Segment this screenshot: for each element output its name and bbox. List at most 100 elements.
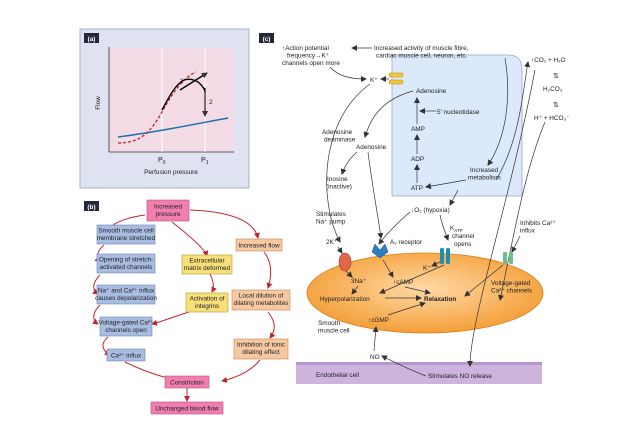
loop-arrow-right-1 — [189, 209, 260, 239]
opening-channels-line2: activated channels — [100, 264, 153, 271]
smooth-muscle-cell-line1: Smooth — [318, 320, 340, 327]
smooth-muscle-line1: Smooth muscle cell — [98, 228, 153, 235]
inhibits-ca-line1: Inhibits Ca²⁺ — [520, 220, 556, 227]
atp-label: ATP — [411, 185, 423, 192]
panel-c-label-box — [259, 33, 274, 43]
activation-line1: Activation of — [190, 296, 225, 303]
co2-line2: H₂CO₃ — [543, 86, 563, 93]
katp-sub: ATP — [454, 228, 462, 233]
voltage-gated-line2: channels open — [105, 327, 147, 334]
constriction-text: Constriction — [170, 380, 204, 387]
adenosine-top: Adenosine — [416, 88, 447, 95]
metabolism-to-atp-arrow — [425, 179, 467, 190]
stimulates-na-line1: Stimulates — [316, 211, 346, 218]
arrow-1-line — [179, 72, 208, 91]
deaminase-line2: deaminase — [324, 137, 356, 144]
opening-channels-line1: Opening of stretch- — [99, 257, 153, 264]
inhibition-line1: Inhibition of tonic — [237, 342, 286, 349]
hypoxia-to-na-pump-arrow — [378, 211, 411, 245]
no-to-cgmp-arrow — [372, 326, 379, 352]
cgmp-to-relaxation-arrow — [387, 301, 426, 316]
unchanged-flow-box: Unchanged blood flow — [150, 401, 224, 415]
inosine-line2: (inactive) — [326, 184, 352, 191]
voltage-gated-line1: Voltage-gated Ca²⁺ — [99, 320, 154, 327]
eq-arrows-1: ⇅ — [553, 71, 559, 80]
receptor-to-camp-arrow — [382, 259, 394, 278]
deaminase-line1: Adenosine — [322, 129, 353, 136]
opening-channels-box: Opening of stretch-activated channels — [96, 253, 156, 274]
svg-text:Opening of stretch-activated c: Opening of stretch-activated channels — [99, 257, 153, 272]
loop-arrow-right-2 — [263, 251, 273, 289]
y-axis-label: Flow — [95, 96, 102, 110]
ap-to-k-arrow — [329, 66, 367, 82]
na-ca-line1: Na⁺ and Ca²⁺ influx — [98, 288, 155, 295]
k-plus-top: K⁺ — [370, 77, 378, 84]
increased-pressure-line2: pressure — [156, 211, 181, 218]
ca-influx-box: Ca²⁺ influx — [106, 348, 146, 362]
metabolism-line2: metabolism — [468, 175, 501, 182]
activity-to-metabolism-arrow — [487, 57, 509, 166]
local-dilution-line2: dilating metabolites — [234, 300, 289, 307]
ca-channel-to-relaxation-arrow — [464, 264, 504, 297]
voltage-gated-ca-line1: Voltage-gated — [491, 280, 531, 287]
svg-text:Inosine(inactive): Inosine(inactive) — [326, 176, 352, 191]
extracellular-line1: Extracellular — [189, 258, 225, 265]
unchanged-flow-text: Unchanged blood flow — [155, 406, 219, 413]
tick-p0-letter: P — [158, 155, 163, 164]
adenosine-to-inosine-arrow — [340, 151, 358, 175]
amp-label: AMP — [411, 126, 425, 133]
k-to-na-pump-arrow — [326, 83, 371, 243]
adp-label: ADP — [411, 156, 424, 163]
constriction-box: Constriction — [164, 375, 210, 389]
action-potential-line2: frequency→K⁺ — [287, 53, 329, 60]
cgmp-label: ↑cGMP — [368, 317, 389, 324]
katp-k: K — [450, 225, 455, 232]
inhibits-ca-line2: influx — [520, 228, 536, 235]
loop-arrow-left-3 — [92, 274, 101, 295]
increased-activity-line1: Increased activity of muscle fibre, — [374, 45, 469, 52]
tick-p1: P1 — [201, 155, 209, 166]
activation-line2: integrins — [195, 303, 219, 310]
katp-channel — [440, 248, 450, 264]
three-na-to-hyper-arrow — [351, 285, 359, 295]
panel-c: (c) Endothelial cell K⁺ ↑Action potentia… — [259, 33, 569, 384]
loop-arrow-mid-2 — [209, 273, 217, 293]
inhibition-line2: dilating effect — [242, 349, 280, 356]
panel-a-label: (a) — [88, 36, 96, 43]
svg-text:P1: P1 — [201, 155, 209, 166]
stimulates-no-label: Stimulates NO release — [428, 373, 492, 380]
loop-arrow-right-4 — [221, 359, 261, 383]
two-k-arrow — [336, 246, 343, 254]
adenosine-to-receptor-arrow — [367, 151, 384, 239]
arrow-2-label: 2 — [209, 99, 213, 106]
na-ca-line2: causes depolarization — [95, 295, 157, 302]
katp-line2: channel — [452, 233, 474, 240]
extracellular-line2: matrix deformed — [184, 265, 231, 272]
no-label: NO — [370, 354, 380, 361]
increased-pressure-line1: Increased — [154, 204, 183, 211]
tick-p0: P0 — [158, 155, 166, 166]
panel-a: (a) Flow Perfusion pressure P0 P1 1 2 — [79, 28, 250, 189]
loop-arrow-right-3 — [267, 311, 276, 339]
panel-b-label-box — [84, 201, 99, 211]
voltage-gated-ca-line2: Ca²⁺ channels — [491, 288, 532, 295]
tick-p1-subscript: 1 — [206, 160, 209, 166]
passive-flow-curve — [117, 117, 229, 138]
